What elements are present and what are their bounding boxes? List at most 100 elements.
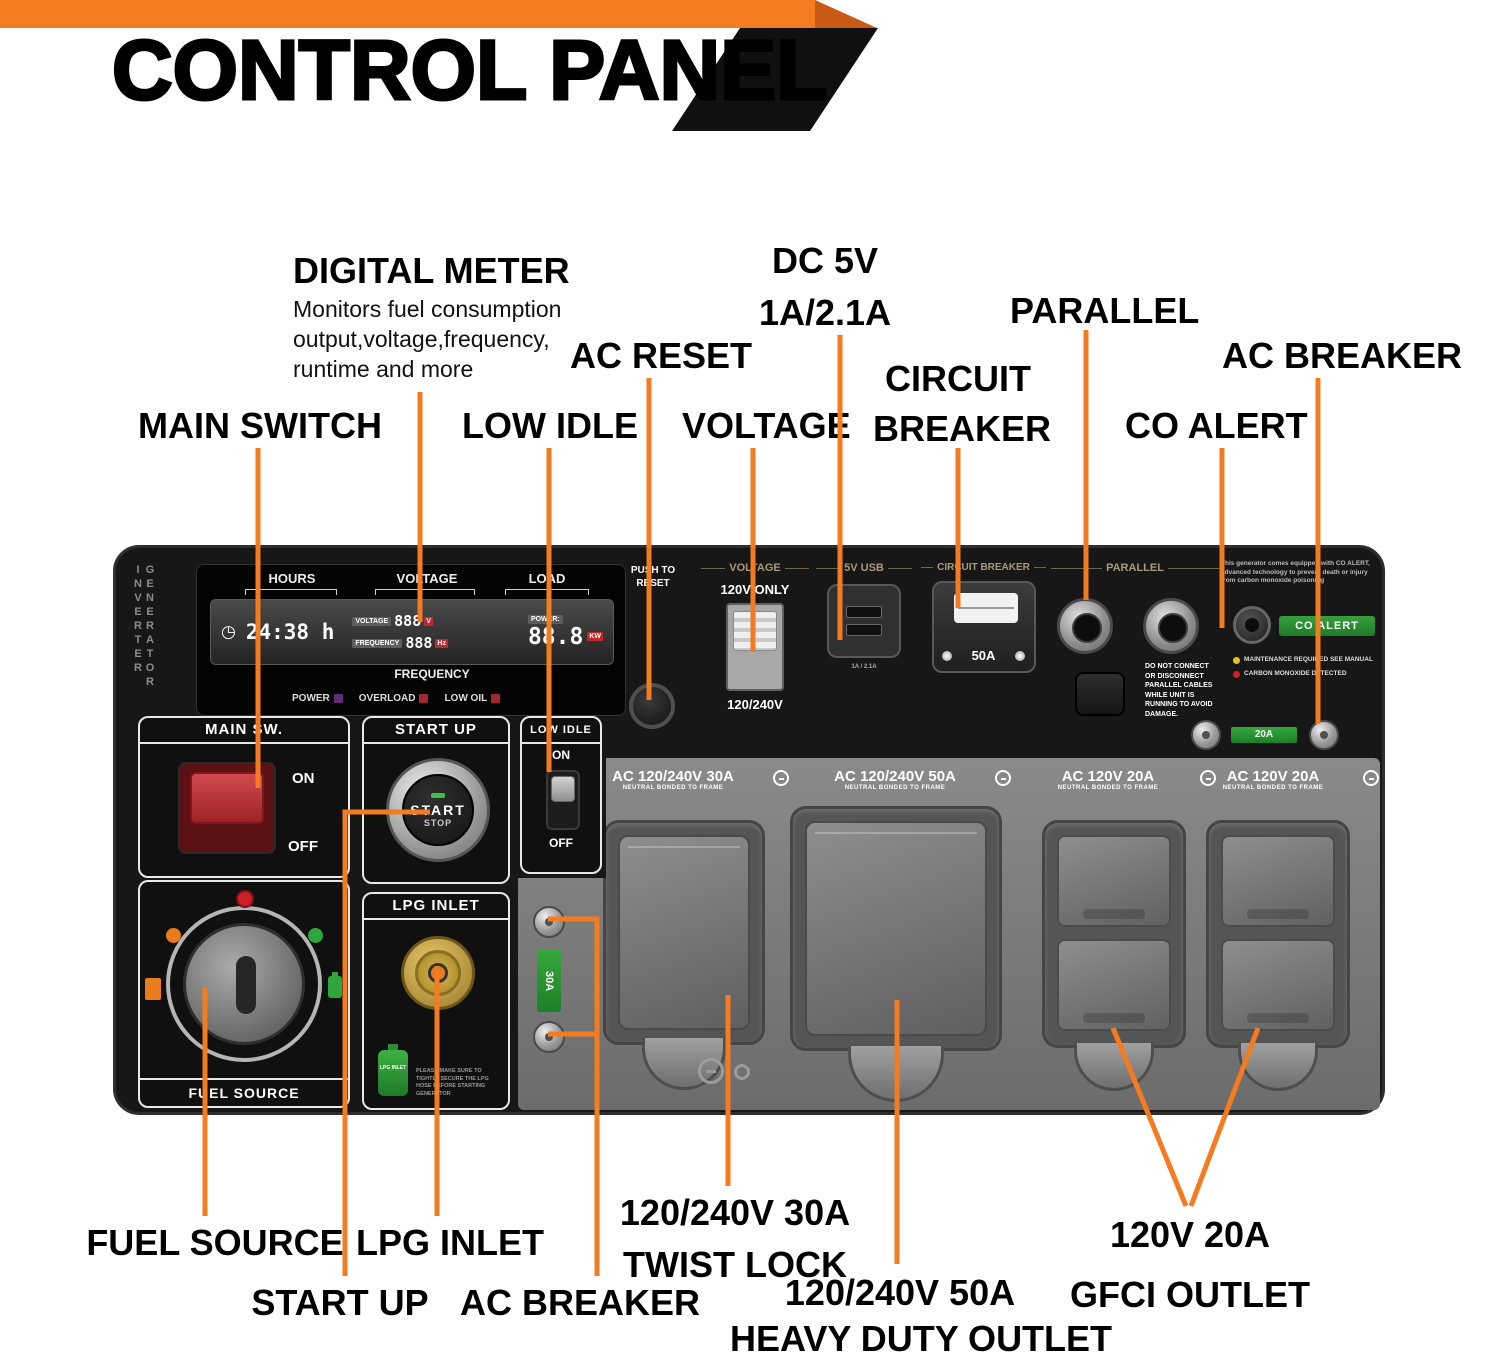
breaker-pin-left[interactable] bbox=[1191, 720, 1221, 750]
fuel-knob-arc bbox=[166, 906, 322, 1062]
lpg-position-dot bbox=[308, 928, 323, 943]
breaker-20a-label: 20A bbox=[1231, 727, 1297, 743]
parallel-port-cap[interactable] bbox=[1075, 672, 1125, 716]
voltage-selector-title: VOLTAGE bbox=[701, 562, 809, 574]
twist-lock-receptacle-icon bbox=[773, 770, 789, 786]
gfci-cover-top[interactable] bbox=[1057, 835, 1171, 927]
lpg-inlet-section: LPG INLET LPG INLET PLEASE MAKE SURE TO … bbox=[362, 892, 510, 1110]
gfci-left-flip-tab[interactable] bbox=[1074, 1043, 1154, 1091]
gfci-receptacle-icon bbox=[1200, 770, 1216, 786]
main-switch-title: MAIN SW. bbox=[140, 718, 348, 744]
breaker-pin-bottom[interactable] bbox=[533, 1021, 565, 1053]
parallel-port-right[interactable] bbox=[1143, 598, 1199, 654]
meter-frequency-label: FREQUENCY bbox=[394, 667, 470, 681]
knob-grip[interactable] bbox=[236, 956, 256, 1014]
main-switch-off-label: OFF bbox=[288, 838, 318, 855]
digital-meter: HOURS VOLTAGE LOAD ◷ 24:38 h VOLTAGE 888… bbox=[196, 564, 626, 716]
callout-gfci-line2: GFCI OUTLET bbox=[1070, 1274, 1310, 1315]
callout-circuit: CIRCUIT bbox=[885, 358, 1031, 399]
meter-load-label: LOAD bbox=[528, 571, 566, 586]
usb-port-1[interactable] bbox=[846, 606, 882, 618]
co-maintenance-item: MAINTENANCE REQUIRED SEE MANUAL bbox=[1233, 656, 1378, 665]
circuit-breaker-rocker[interactable] bbox=[953, 593, 1018, 623]
voltage-selector-knob[interactable] bbox=[733, 611, 777, 651]
indicator-overload-label: OVERLOAD bbox=[358, 693, 416, 704]
breaker-pin-right[interactable] bbox=[1309, 720, 1339, 750]
callout-start-up: START UP bbox=[251, 1282, 429, 1323]
outlet-120v-20a-gfci-right[interactable] bbox=[1206, 820, 1350, 1048]
outlet-20a-left-header: AC 120V 20A NEUTRAL BONDED TO FRAME bbox=[1057, 768, 1159, 791]
lcd-display: ◷ 24:38 h VOLTAGE 888 V FREQUENCY 888 Hz bbox=[210, 599, 614, 665]
co-sensor bbox=[1233, 606, 1271, 644]
outlet-panel: AC 120/240V 30A NEUTRAL BONDED TO FRAME … bbox=[518, 758, 1380, 1110]
gfci-right-flip-tab[interactable] bbox=[1238, 1043, 1318, 1091]
co-alert-section: This generator comes equipped with CO AL… bbox=[1221, 560, 1383, 710]
low-oil-indicator-led bbox=[491, 694, 501, 703]
lcd-frequency-label: FREQUENCY bbox=[352, 638, 403, 648]
outlet-cover[interactable] bbox=[618, 835, 750, 1030]
power-indicator-led bbox=[333, 694, 343, 703]
fuel-source-knob[interactable] bbox=[183, 923, 305, 1045]
circuit-breaker-amps: 50A bbox=[971, 648, 996, 663]
start-stop-button-face[interactable]: START STOP bbox=[402, 774, 474, 846]
start-stop-button[interactable]: START STOP bbox=[386, 758, 490, 862]
callout-lpg-inlet: LPG INLET bbox=[356, 1222, 544, 1263]
outlet-120-240v-30a-twist-lock[interactable] bbox=[603, 820, 765, 1045]
usb-section: 5V USB 1A / 2.1A bbox=[816, 562, 912, 670]
ac-breaker-20a-strip: 20A bbox=[1191, 718, 1341, 752]
callout-fuel-source: FUEL SOURCE bbox=[86, 1222, 344, 1263]
outlet-120v-20a-gfci-left[interactable] bbox=[1042, 820, 1186, 1048]
callout-dc5v-line2: 1A/2.1A bbox=[758, 292, 892, 333]
ac-reset-button[interactable] bbox=[629, 683, 675, 729]
meter-bracket bbox=[375, 589, 475, 595]
gfci-cover-bottom[interactable] bbox=[1221, 939, 1335, 1031]
outlet-cover[interactable] bbox=[805, 821, 987, 1036]
usb-title: 5V USB bbox=[816, 562, 912, 574]
low-idle-on-label: ON bbox=[552, 748, 570, 762]
gasoline-position-dot bbox=[166, 928, 181, 943]
lpg-tank-icon bbox=[328, 972, 342, 998]
callout-twist-lock-line2: TWIST LOCK bbox=[623, 1244, 847, 1285]
voltage-120-240v-label: 120/240V bbox=[727, 697, 783, 712]
co-alert-intro-text: This generator comes equipped with CO AL… bbox=[1221, 560, 1370, 584]
main-power-rocker-switch[interactable] bbox=[178, 762, 276, 854]
breaker-pin-top[interactable] bbox=[533, 906, 565, 938]
co-detected-item: CARBON MONOXIDE DETECTED bbox=[1233, 670, 1378, 679]
circuit-breaker-title: CIRCUIT BREAKER bbox=[921, 562, 1046, 573]
lcd-hours-value: 24:38 h bbox=[245, 620, 335, 644]
lcd-power-block: POWER: 88.8 KW bbox=[527, 614, 603, 650]
red-indicator-dot bbox=[1233, 670, 1240, 678]
callout-breaker: BREAKER bbox=[873, 408, 1052, 449]
usb-outlet[interactable] bbox=[827, 584, 901, 658]
outlet-50a-flip-tab[interactable] bbox=[848, 1046, 944, 1102]
lpg-fitting-core[interactable] bbox=[428, 963, 448, 983]
indicator-power-label: POWER bbox=[292, 693, 330, 704]
callout-ac-breaker-bottom: AC BREAKER bbox=[460, 1282, 701, 1323]
parallel-port-left[interactable] bbox=[1057, 598, 1113, 654]
gfci-cover-bottom[interactable] bbox=[1057, 939, 1171, 1031]
callout-heavy-duty-line2: HEAVY DUTY OUTLET bbox=[730, 1318, 1113, 1359]
indicator-low-oil-label: LOW OIL bbox=[444, 693, 488, 704]
callout-twist-lock-line1: 120/240V 30A bbox=[619, 1192, 851, 1233]
low-idle-toggle-switch[interactable] bbox=[546, 770, 580, 830]
toggle-knob[interactable] bbox=[551, 776, 575, 802]
outlet-120-240v-50a-heavy-duty[interactable] bbox=[790, 806, 1002, 1051]
heavy-duty-receptacle-icon bbox=[995, 770, 1011, 786]
page-title: CONTROL PANEL bbox=[111, 22, 830, 119]
start-up-section: START UP START STOP bbox=[362, 716, 510, 884]
main-switch-on-label: ON bbox=[292, 770, 315, 787]
yellow-indicator-dot bbox=[1233, 657, 1240, 664]
usb-port-2[interactable] bbox=[846, 624, 882, 636]
rocker-button[interactable] bbox=[190, 772, 264, 824]
callout-digital-meter: DIGITAL METER bbox=[293, 250, 570, 291]
lcd-voltage-label: VOLTAGE bbox=[352, 616, 392, 626]
clock-icon: ◷ bbox=[221, 622, 236, 641]
voltage-selector-switch[interactable] bbox=[726, 603, 784, 691]
outlet-20a-right-header: AC 120V 20A NEUTRAL BONDED TO FRAME bbox=[1222, 768, 1324, 791]
low-idle-title: LOW IDLE bbox=[522, 718, 600, 744]
circuit-breaker[interactable]: 50A bbox=[931, 581, 1036, 673]
gfci-cover-top[interactable] bbox=[1221, 835, 1335, 927]
lcd-voltage-unit: V bbox=[424, 616, 433, 626]
callout-ac-breaker-top: AC BREAKER bbox=[1222, 335, 1463, 376]
lpg-inlet-fitting[interactable] bbox=[401, 936, 475, 1010]
